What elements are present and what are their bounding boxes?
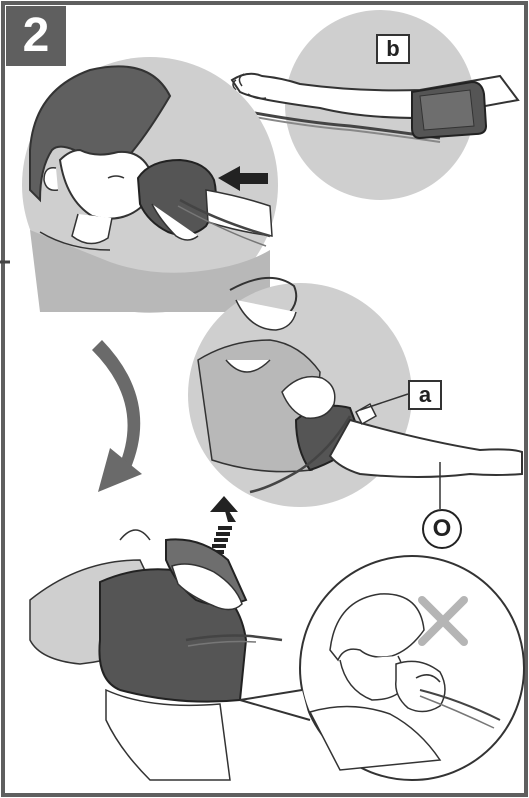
panel-bottom-cuff (30, 530, 282, 780)
curved-arrow-icon (92, 340, 142, 492)
extended-arm (330, 420, 522, 477)
label-o: O (422, 509, 462, 549)
panel-wrong-circle (240, 556, 524, 780)
label-a: a (408, 380, 442, 410)
step-number-badge: 2 (6, 6, 66, 66)
label-b: b (376, 34, 410, 64)
